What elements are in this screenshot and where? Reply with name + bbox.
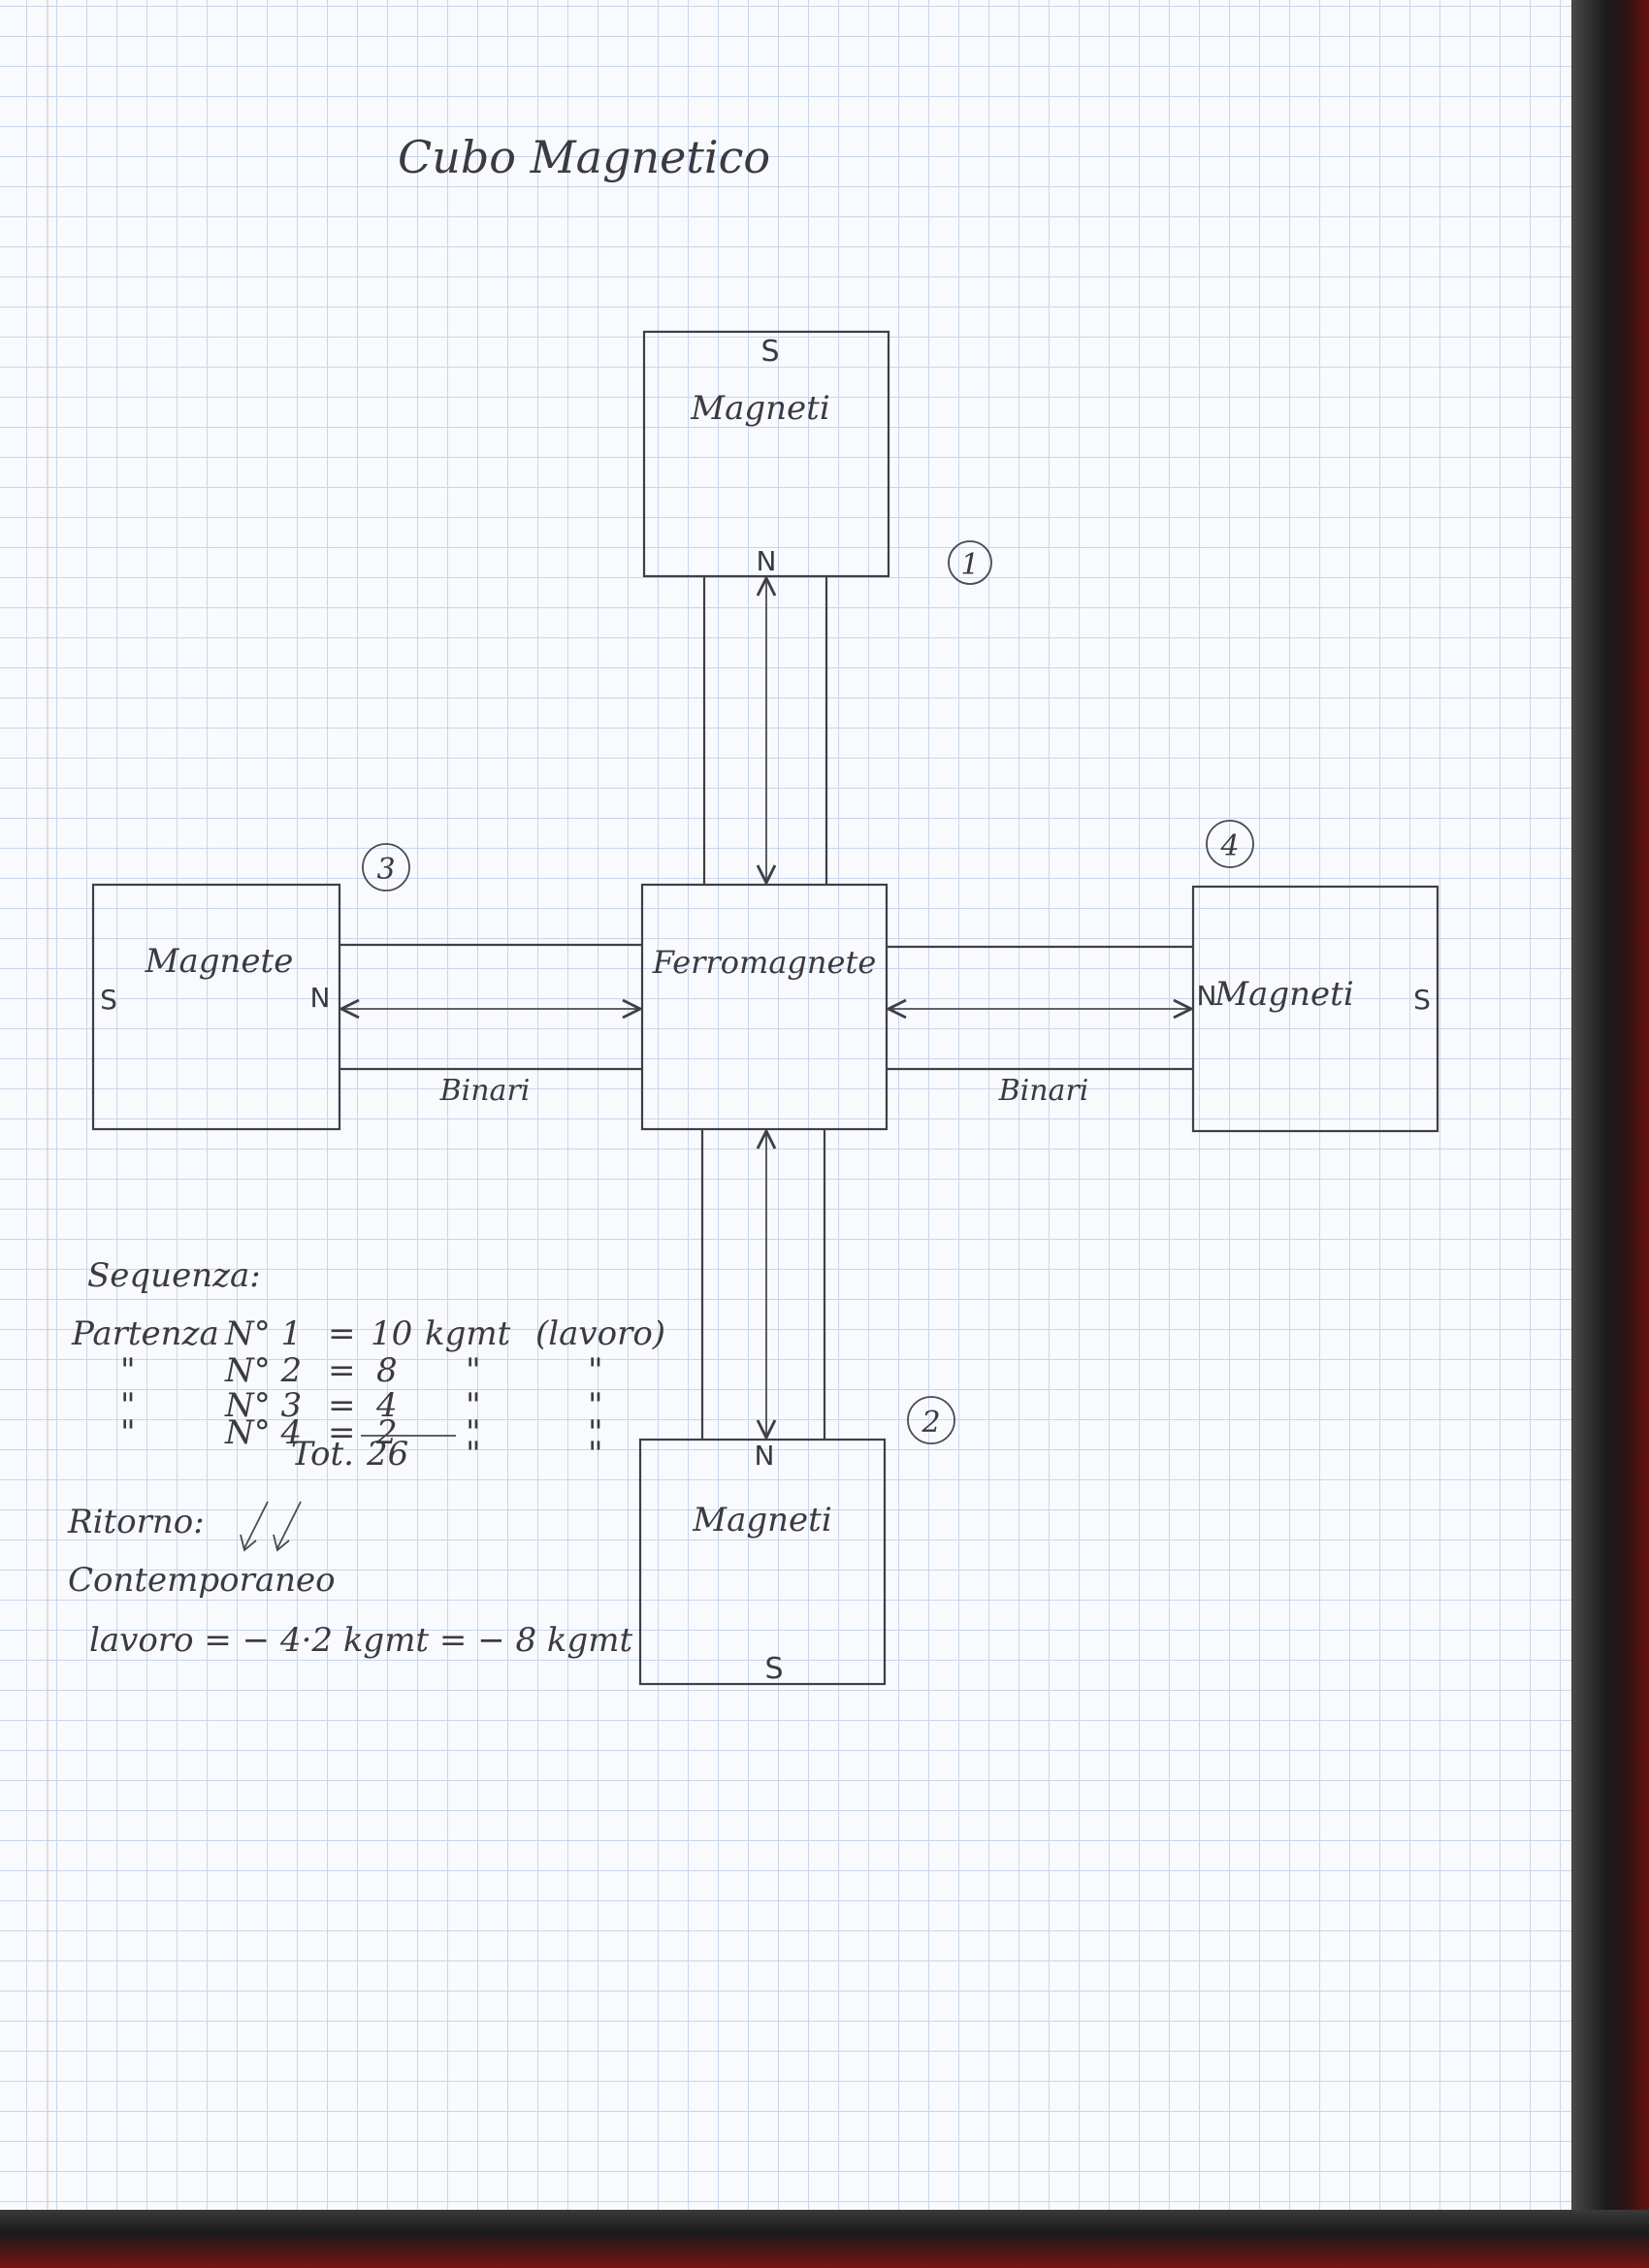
magnet-left-number: 3 [376, 853, 395, 887]
seq-row-4-unit: " [466, 1413, 481, 1452]
seq-total-unit: " [466, 1435, 481, 1474]
return-arrows-icon [240, 1501, 302, 1552]
seq-row-2-unit: " [466, 1351, 481, 1390]
seq-row-3-note: " [588, 1386, 603, 1425]
return-formula: lavoro = − 4·2 kgmt = − 8 kgmt [89, 1621, 633, 1660]
seq-row-1-value: 10 [371, 1314, 412, 1353]
sequence-heading: Sequenza: [87, 1256, 261, 1295]
magnet-top-number-circle [948, 540, 992, 585]
rail-right-label: Binari [998, 1074, 1089, 1108]
magnet-right [1191, 885, 1439, 1133]
magnet-bottom-label: Magneti [692, 1501, 831, 1539]
magnet-top [642, 330, 890, 578]
seq-total-label: Tot. [291, 1435, 354, 1474]
seq-row-1-note: (lavoro) [535, 1314, 665, 1353]
seq-row-1-eq: = [328, 1314, 356, 1353]
seq-row-3-magnet: N° 3 [224, 1386, 302, 1425]
seq-row-4-eq: = [328, 1413, 356, 1452]
seq-row-2-magnet: N° 2 [224, 1351, 302, 1390]
seq-row-3-unit: " [466, 1386, 481, 1425]
magnet-left-number-circle [362, 843, 410, 891]
seq-row-2-note: " [588, 1351, 603, 1390]
seq-total-note: " [588, 1435, 603, 1474]
seq-row-2-value: 8 [376, 1351, 398, 1390]
sequence-notes: Sequenza: Partenza N° 1 = 10 kgmt (lavor… [67, 1256, 665, 1660]
magnet-bottom-pole-s: S [764, 1652, 783, 1686]
magnet-right-number: 4 [1219, 829, 1239, 863]
seq-row-2-eq: = [328, 1351, 356, 1390]
page-margin-line [47, 0, 48, 2210]
magnet-right-pole-n: N [1197, 980, 1217, 1012]
magnet-bottom-number: 2 [921, 1406, 940, 1440]
magnet-top-pole-s: S [760, 335, 779, 369]
magnet-left-label: Magnete [145, 942, 294, 981]
seq-row-3-prefix: " [120, 1386, 136, 1425]
seq-row-4-value: 2 [375, 1413, 398, 1452]
seq-row-2-prefix: " [120, 1351, 136, 1390]
seq-row-4-note: " [588, 1413, 603, 1452]
magnet-bottom [638, 1438, 887, 1686]
return-mode: Contemporaneo [68, 1561, 336, 1600]
magnetic-cube-diagram: Cubo Magnetico Ferromagnete S Magneti N … [67, 131, 1439, 1686]
seq-row-1-unit: kgmt [425, 1314, 511, 1353]
magnet-right-pole-s: S [1413, 984, 1431, 1016]
return-heading: Ritorno: [67, 1503, 205, 1541]
ferromagnet-block [640, 883, 889, 1131]
seq-row-4-magnet: N° 4 [224, 1413, 302, 1452]
seq-row-1-magnet: N° 1 [224, 1314, 302, 1353]
magnet-left-pole-s: S [100, 984, 117, 1016]
notebook-cover-right [1571, 0, 1649, 2268]
magnet-right-label: Magneti [1213, 975, 1353, 1014]
magnet-top-number: 1 [960, 548, 979, 582]
magnet-bottom-number-circle [907, 1396, 955, 1444]
rail-left-label: Binari [439, 1074, 531, 1108]
magnet-left [91, 883, 341, 1131]
magnet-bottom-pole-n: N [755, 1440, 775, 1472]
seq-row-3-eq: = [328, 1386, 356, 1425]
notebook-cover-bottom [0, 2210, 1649, 2268]
ferromagnet-label: Ferromagnete [652, 944, 877, 981]
seq-row-3-value: 4 [375, 1386, 398, 1425]
seq-row-4-prefix: " [120, 1413, 136, 1452]
magnet-left-pole-n: N [310, 982, 331, 1014]
graph-paper [0, 0, 1571, 2210]
magnet-top-pole-n: N [757, 545, 777, 577]
magnet-top-label: Magneti [690, 389, 829, 428]
magnet-right-number-circle [1206, 820, 1254, 868]
page-title: Cubo Magnetico [398, 131, 770, 183]
seq-total-value: 26 [366, 1435, 408, 1474]
seq-row-1-prefix: Partenza [71, 1314, 219, 1353]
